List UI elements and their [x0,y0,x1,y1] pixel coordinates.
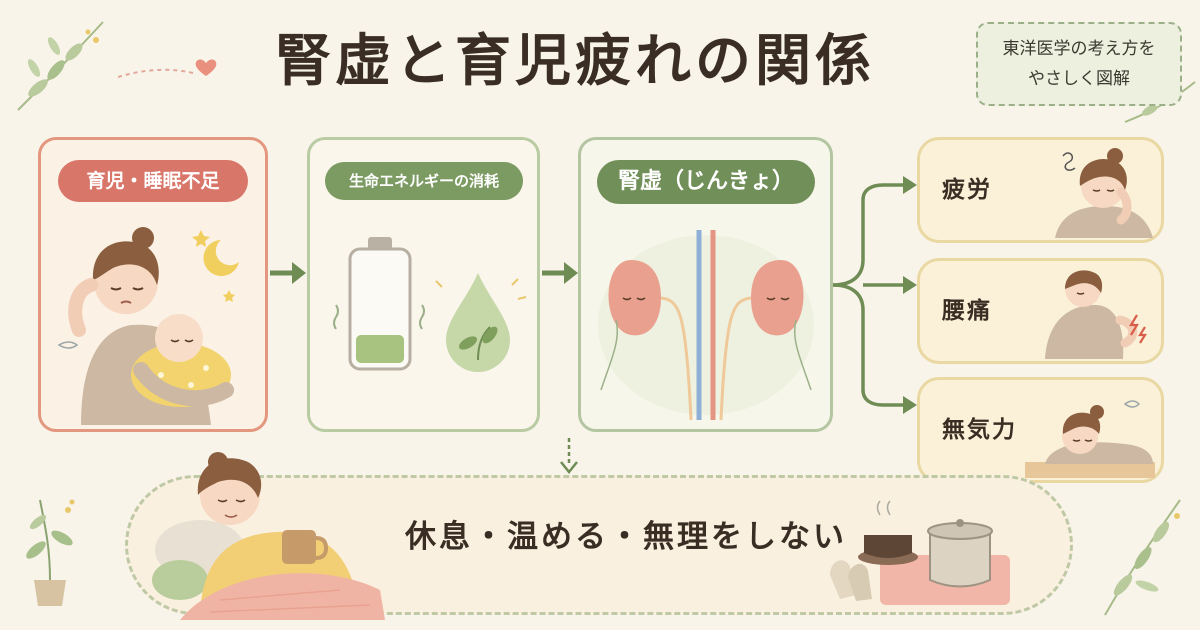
moon-icon [203,240,239,276]
tired-mother-with-baby-illustration [51,210,256,425]
listless-woman-illustration [1025,384,1155,478]
panel-3-label: 腎虚（じんきょ） [597,160,815,204]
panel-energy-depletion: 生命エネルギーの消耗 [307,137,540,432]
symptom-label-backache: 腰痛 [942,298,992,324]
symptom-label-fatigue: 疲労 [942,177,992,203]
steam-icon [876,500,891,516]
subtitle-note: 東洋医学の考え方を やさしく図解 [976,22,1182,106]
teacup-icon [864,535,912,558]
flow-arrow-2 [540,258,580,288]
note-line-2: やさしく図解 [1028,69,1130,89]
leaf-sprig-icon [1085,480,1195,620]
panel-2-label: 生命エネルギーの消耗 [325,162,523,200]
note-line-1: 東洋医学の考え方を [1002,39,1156,59]
droplet-leaf-icon [430,265,530,375]
star-icon [192,230,210,247]
teacup-icon [282,530,316,564]
scribble-icon [1062,152,1076,171]
socks-icon [830,560,856,599]
symptom-backache: 腰痛 [917,258,1164,364]
symptom-label-apathy: 無気力 [942,417,1017,443]
resting-woman-illustration [140,440,390,620]
leaf-sprig-icon [8,10,118,120]
remedy-text: 休息・温める・無理をしない [405,519,847,555]
kidneys-icon [591,220,821,425]
branch-arrows [833,170,918,420]
pot-and-tea-illustration [820,495,1020,610]
lightning-icon [1129,314,1147,344]
battery-icon [330,235,430,375]
down-arrow [557,436,581,476]
heart-icon [118,55,228,85]
backache-woman-illustration [1025,265,1155,359]
sigh-icon [1123,400,1141,408]
panel-1-label: 育児・睡眠不足 [58,160,248,202]
page-title: 腎虚と育児疲れの関係 [275,29,875,94]
panel-kidney-deficiency: 腎虚（じんきょ） [578,137,833,432]
symptom-apathy: 無気力 [917,377,1164,483]
panel-childcare-sleep: 育児・睡眠不足 [38,137,268,432]
tired-woman-illustration [1025,144,1155,238]
potted-plant-icon [10,480,90,610]
symptom-fatigue: 疲労 [917,137,1164,243]
flow-arrow-1 [268,258,308,288]
